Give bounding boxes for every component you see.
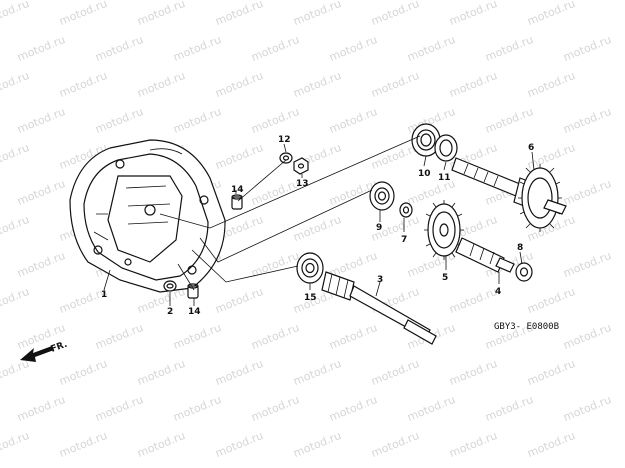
callout-10: 10 [418, 169, 431, 179]
washer-12[interactable] [279, 152, 293, 164]
callout-8: 8 [517, 243, 523, 253]
front-direction-label: FR. [50, 340, 69, 355]
washer-7[interactable] [399, 202, 413, 218]
callout-15: 15 [304, 293, 317, 303]
bearing-9[interactable] [369, 181, 395, 211]
gasket-ring[interactable] [163, 280, 177, 292]
callout-7: 7 [401, 235, 407, 245]
countershaft[interactable] [455, 237, 515, 273]
part-callouts: 1 2 3 4 5 6 7 8 9 10 11 12 13 14 14 15 [101, 135, 534, 317]
front-direction-indicator: FR. [20, 340, 69, 362]
callout-3: 3 [377, 275, 383, 285]
callout-5: 5 [442, 273, 448, 283]
countershaft-gear[interactable] [424, 200, 464, 260]
callout-4: 4 [495, 287, 501, 297]
callout-12: 12 [278, 135, 291, 145]
callout-9: 9 [376, 223, 382, 233]
bearing-15[interactable] [296, 252, 324, 284]
assembly-guide-lines [159, 135, 421, 291]
callout-1: 1 [101, 290, 107, 300]
callout-11: 11 [438, 173, 451, 183]
callout-14-upper: 14 [231, 185, 244, 195]
nut-13[interactable] [293, 157, 309, 175]
final-gear-shaft[interactable] [451, 157, 567, 232]
callout-2: 2 [167, 307, 173, 317]
drive-shaft[interactable] [321, 271, 437, 345]
callout-14-lower: 14 [188, 307, 201, 317]
dowel-pin-upper[interactable] [231, 194, 243, 210]
callout-13: 13 [296, 179, 309, 189]
dowel-pin-lower[interactable] [187, 283, 199, 299]
callout-6: 6 [528, 143, 534, 153]
oil-seal-11[interactable] [434, 134, 458, 162]
callout-leaders [103, 143, 535, 306]
diagram-code: GBY3- E0800B [494, 322, 559, 332]
arrow-icon [20, 346, 54, 362]
washer-8[interactable] [515, 262, 533, 282]
transmission-cover[interactable] [69, 139, 226, 293]
